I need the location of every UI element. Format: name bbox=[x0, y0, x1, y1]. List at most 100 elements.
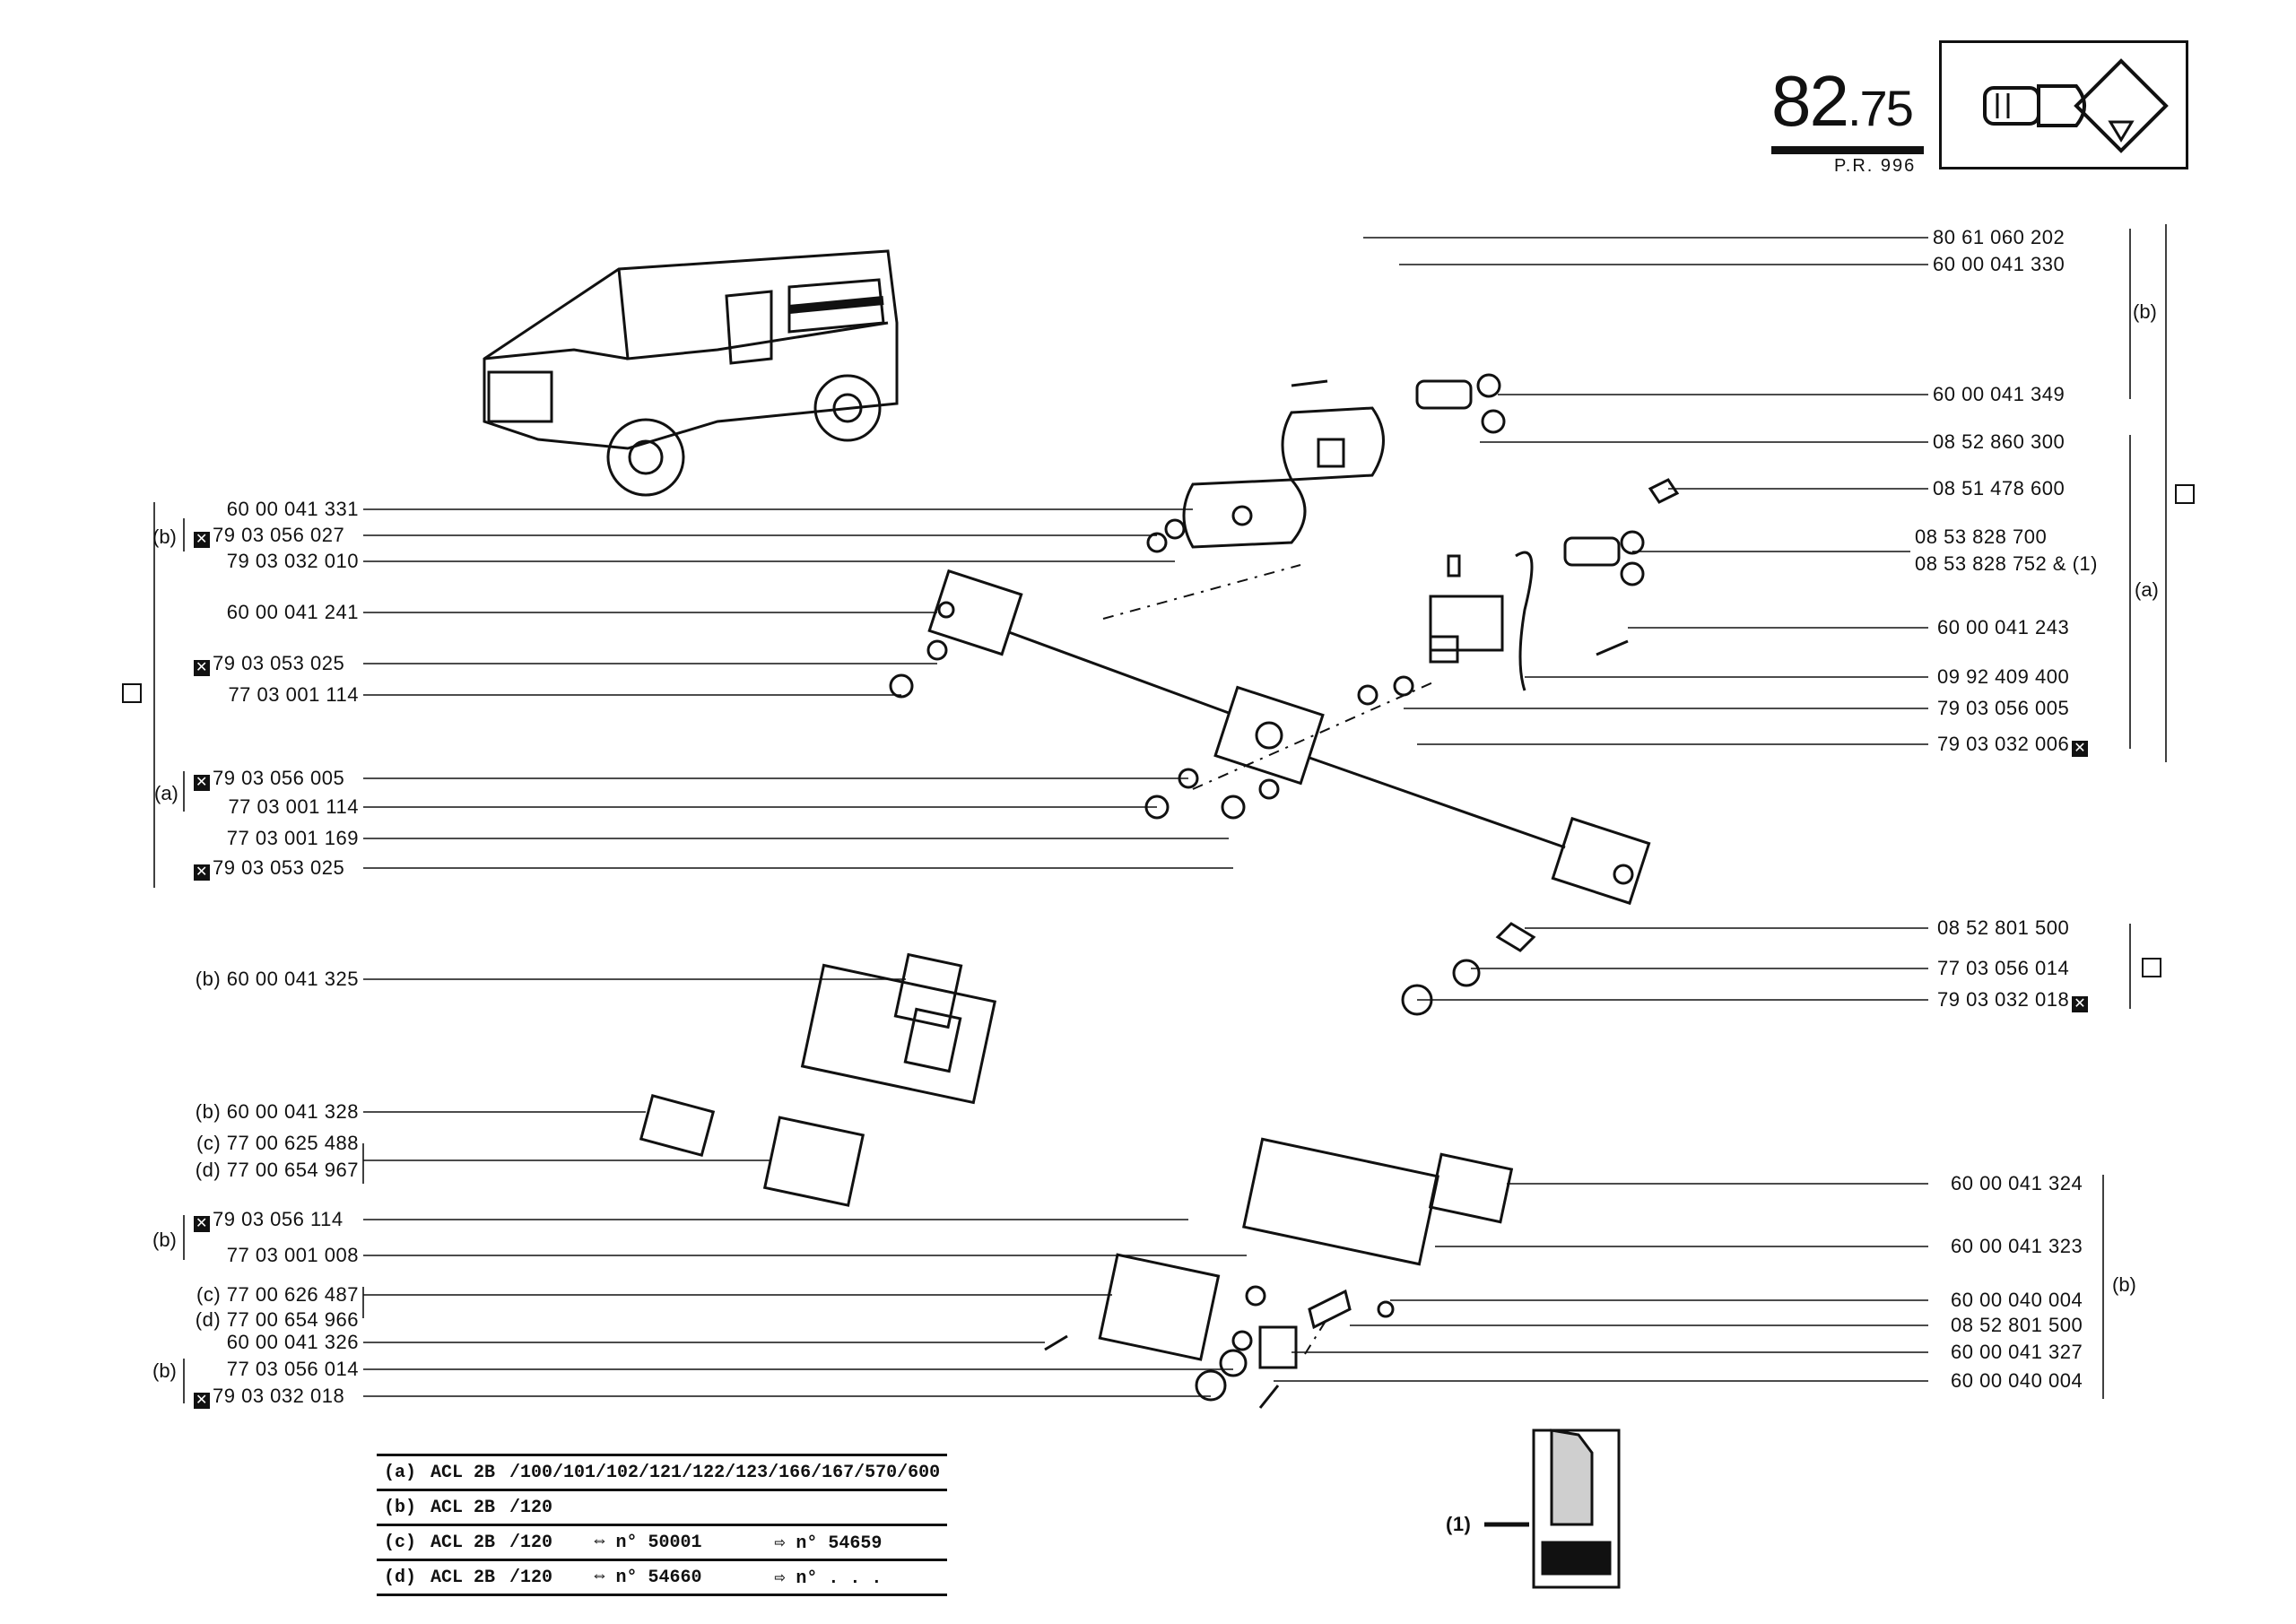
group-tag: (a) bbox=[154, 782, 178, 804]
part-number-label: 09 92 409 400 bbox=[1937, 665, 2070, 688]
legend-tag: (a) bbox=[377, 1454, 424, 1491]
legend-row: (d) ACL 2B /120 ⇔ n° 54660 ⇨ n° . . . bbox=[377, 1559, 948, 1596]
serial-to: ⇨ n° . . . bbox=[767, 1559, 948, 1596]
reference-code: P.R. 996 bbox=[1834, 156, 1917, 176]
legend-model: ACL 2B bbox=[423, 1454, 503, 1491]
part-number-label: ✕79 03 032 018 bbox=[191, 1385, 344, 1409]
part-number-label: 08 52 860 300 bbox=[1933, 430, 2066, 453]
empty-box-marker bbox=[2142, 958, 2161, 977]
x-mark-icon: ✕ bbox=[194, 864, 210, 881]
x-mark-icon: ✕ bbox=[194, 660, 210, 676]
part-number-label: ✕79 03 056 114 bbox=[191, 1209, 344, 1232]
x-mark-icon: ✕ bbox=[194, 775, 210, 791]
part-number-label: 08 53 828 700 bbox=[1915, 525, 2048, 548]
legend-row: (c) ACL 2B /120 ⇔ n° 50001 ⇨ n° 54659 bbox=[377, 1524, 948, 1561]
part-number-label: 77 03 001 114 bbox=[228, 795, 359, 818]
part-number-label: 77 03 001 114 bbox=[228, 683, 359, 706]
part-number-label: (d) 77 00 654 966 bbox=[195, 1308, 359, 1331]
part-number-label: 79 03 032 018✕ bbox=[1937, 989, 2091, 1012]
part-number-text: 79 03 032 018 bbox=[213, 1385, 345, 1407]
section-number: 82.75 bbox=[1771, 61, 1914, 149]
legend-variant: /100/101/102/121/122/123/166/167/570/600 bbox=[502, 1454, 948, 1491]
empty-box-marker bbox=[122, 683, 142, 703]
section-main: 82 bbox=[1771, 61, 1849, 141]
part-number-label: 77 03 056 014 bbox=[226, 1358, 359, 1380]
legend-tag: (d) bbox=[377, 1559, 424, 1596]
part-number-label: 77 03 001 169 bbox=[226, 827, 359, 849]
x-mark-icon: ✕ bbox=[194, 1216, 210, 1232]
x-mark-icon: ✕ bbox=[194, 532, 210, 548]
range-icon: ⇔ bbox=[594, 1567, 616, 1588]
part-number-text: 79 03 056 114 bbox=[213, 1208, 344, 1230]
part-number-text: 79 03 056 005 bbox=[213, 767, 345, 789]
part-number-label: (d) 77 00 654 967 bbox=[195, 1159, 359, 1181]
legend-tag: (b) bbox=[377, 1489, 424, 1526]
serial-from-text: n° 50001 bbox=[615, 1532, 702, 1553]
arrow-right-icon: ⇨ bbox=[774, 1533, 796, 1554]
legend-variant: /120 bbox=[502, 1524, 587, 1561]
x-mark-icon: ✕ bbox=[2072, 996, 2089, 1012]
part-number-label: 08 53 828 752 & (1) bbox=[1915, 552, 2098, 575]
legend-variant: /120 bbox=[502, 1489, 948, 1526]
section-underline bbox=[1771, 146, 1924, 154]
part-number-text: 79 03 053 025 bbox=[213, 652, 345, 674]
serial-to-text: n° 54659 bbox=[796, 1533, 883, 1554]
serial-to: ⇨ n° 54659 bbox=[767, 1524, 948, 1561]
part-number-label: 77 03 001 008 bbox=[226, 1244, 359, 1266]
part-number-label: 60 00 040 004 bbox=[1951, 1289, 2083, 1311]
part-number-label: 60 00 041 331 bbox=[226, 498, 359, 520]
serial-to-text: n° . . . bbox=[796, 1568, 883, 1589]
arrow-right-icon: ⇨ bbox=[774, 1568, 796, 1589]
part-number-label: 60 00 040 004 bbox=[1951, 1369, 2083, 1392]
part-number-label: (c) 77 00 626 487 bbox=[196, 1283, 359, 1306]
legend-model: ACL 2B bbox=[423, 1489, 503, 1526]
part-number-label: 08 52 801 500 bbox=[1937, 916, 2070, 939]
legend-tag: (c) bbox=[377, 1524, 424, 1561]
part-number-text: 79 03 032 006 bbox=[1937, 733, 2070, 755]
part-number-label: 79 03 032 006✕ bbox=[1937, 734, 2091, 757]
part-number-label: 79 03 032 010 bbox=[226, 550, 359, 572]
part-number-label: 60 00 041 330 bbox=[1933, 253, 2066, 275]
group-tag: (b) bbox=[152, 1229, 177, 1251]
part-number-label: (b) 60 00 041 328 bbox=[195, 1100, 359, 1123]
part-number-label: 60 00 041 243 bbox=[1937, 616, 2070, 638]
part-number-text: 79 03 053 025 bbox=[213, 856, 345, 879]
range-icon: ⇔ bbox=[594, 1532, 616, 1553]
part-number-label: 08 51 478 600 bbox=[1933, 477, 2066, 499]
group-tag: (b) bbox=[152, 525, 177, 548]
part-number-label: 60 00 041 349 bbox=[1933, 383, 2066, 405]
part-number-label: 80 61 060 202 bbox=[1933, 226, 2066, 248]
key-cylinder-icon bbox=[1939, 40, 2188, 169]
group-tag: (b) bbox=[2112, 1273, 2136, 1296]
legend-row: (b) ACL 2B /120 bbox=[377, 1489, 948, 1526]
legend-variant: /120 bbox=[502, 1559, 587, 1596]
part-number-label: (b) 60 00 041 325 bbox=[195, 968, 359, 990]
part-number-label: 60 00 041 241 bbox=[226, 601, 359, 623]
section-sub: .75 bbox=[1847, 80, 1914, 136]
part-number-label: 60 00 041 326 bbox=[226, 1331, 359, 1353]
part-number-label: 77 03 056 014 bbox=[1937, 957, 2070, 979]
vehicle-illustration bbox=[483, 249, 899, 497]
part-number-label: ✕79 03 056 005 bbox=[191, 768, 344, 791]
legend-model: ACL 2B bbox=[423, 1524, 503, 1561]
part-number-label: 60 00 041 324 bbox=[1951, 1172, 2083, 1194]
group-tag: (a) bbox=[2135, 578, 2159, 601]
serial-from: ⇔ n° 54660 bbox=[587, 1559, 768, 1596]
empty-box-marker bbox=[2175, 484, 2195, 504]
part-number-text: 79 03 056 027 bbox=[213, 524, 345, 546]
group-tag: (b) bbox=[2133, 300, 2157, 323]
applicability-legend: (a) ACL 2B /100/101/102/121/122/123/166/… bbox=[377, 1454, 948, 1596]
legend-row: (a) ACL 2B /100/101/102/121/122/123/166/… bbox=[377, 1454, 948, 1491]
part-number-label: (c) 77 00 625 488 bbox=[196, 1132, 359, 1154]
part-number-label: ✕79 03 053 025 bbox=[191, 857, 344, 881]
part-number-label: 79 03 056 005 bbox=[1937, 697, 2070, 719]
part-number-label: ✕79 03 056 027 bbox=[191, 525, 344, 548]
x-mark-icon: ✕ bbox=[2072, 741, 2089, 757]
part-number-label: 08 52 801 500 bbox=[1951, 1314, 2083, 1336]
group-tag: (b) bbox=[152, 1359, 177, 1382]
serial-from-text: n° 54660 bbox=[615, 1567, 702, 1588]
x-mark-icon: ✕ bbox=[194, 1393, 210, 1409]
legend-model: ACL 2B bbox=[423, 1559, 503, 1596]
part-number-text: 79 03 032 018 bbox=[1937, 988, 2070, 1011]
